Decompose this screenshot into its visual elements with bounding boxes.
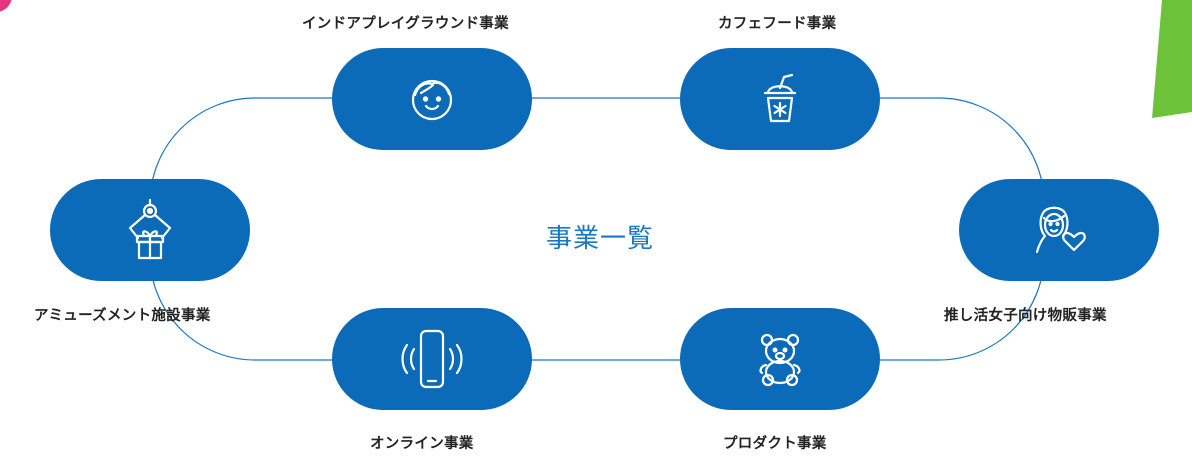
label-cafe-food: カフェフード事業 <box>718 16 837 32</box>
woman-heart-icon <box>1035 206 1086 254</box>
label-indoor-playground: インドアプレイグラウンド事業 <box>302 16 509 32</box>
page-title: 事業一覧 <box>545 224 654 254</box>
business-pill-oshi-merch[interactable] <box>959 179 1159 281</box>
business-pill-online[interactable] <box>332 308 532 410</box>
business-pill-product[interactable] <box>680 308 880 410</box>
business-pill-cafe-food[interactable] <box>680 48 880 150</box>
iced-drink-icon <box>763 73 797 123</box>
label-amusement: アミューズメント施設事業 <box>34 308 211 324</box>
label-oshi-merch: 推し活女子向け物販事業 <box>944 308 1107 324</box>
label-online: オンライン事業 <box>370 436 474 452</box>
green-corner-decoration <box>1152 0 1192 118</box>
business-pill-amusement[interactable] <box>50 179 250 281</box>
smartphone-vibrate-icon <box>401 329 463 389</box>
child-face-icon <box>411 79 453 121</box>
crane-game-icon <box>128 198 172 260</box>
teddy-bear-icon <box>759 333 801 387</box>
label-product: プロダクト事業 <box>723 436 827 452</box>
business-pill-indoor-playground[interactable] <box>332 48 532 150</box>
